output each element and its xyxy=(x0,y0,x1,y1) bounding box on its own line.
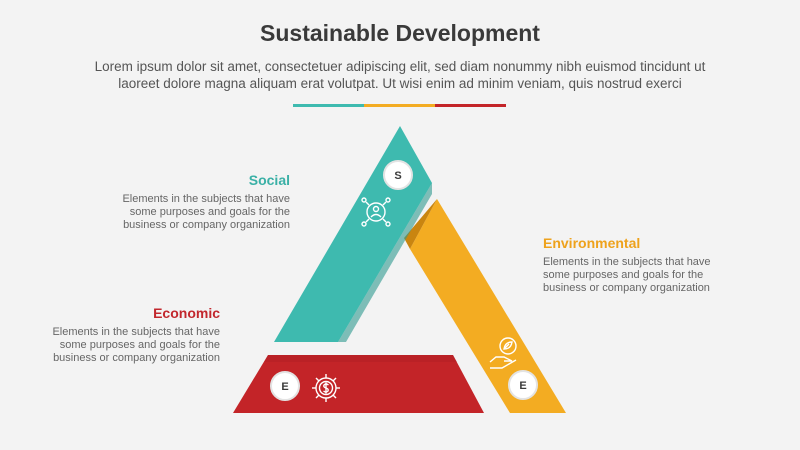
page-subtitle: Lorem ipsum dolor sit amet, consectetuer… xyxy=(40,58,760,92)
economic-segment xyxy=(233,355,484,413)
environmental-fold xyxy=(404,199,437,249)
environmental-segment xyxy=(410,199,566,413)
environmental-desc-line-1: Elements in the subjects that have xyxy=(543,256,711,268)
economic-badge-letter: E xyxy=(281,381,288,393)
divider-red xyxy=(435,104,506,107)
hand-leaf-icon xyxy=(489,337,517,369)
divider-teal xyxy=(293,104,364,107)
divider-orange xyxy=(364,104,435,107)
economic-desc-line-1: Elements in the subjects that have xyxy=(52,326,220,338)
social-desc-line-1: Elements in the subjects that have xyxy=(122,193,290,205)
economic-description: Elements in the subjects that have some … xyxy=(10,326,220,365)
economic-segment-shade xyxy=(264,355,457,362)
social-desc-line-3: business or company organization xyxy=(123,219,290,231)
environmental-desc-line-2: some purposes and goals for the xyxy=(543,269,704,281)
social-description: Elements in the subjects that have some … xyxy=(80,193,290,232)
social-fold xyxy=(338,183,432,342)
subtitle-line-1: Lorem ipsum dolor sit amet, consectetuer… xyxy=(94,59,706,74)
social-badge: S xyxy=(383,160,413,190)
social-heading: Social xyxy=(248,172,290,188)
environmental-desc-line-3: business or company organization xyxy=(543,282,710,294)
dollar-gear-icon xyxy=(312,374,340,402)
social-badge-letter: S xyxy=(394,170,401,182)
economic-badge: E xyxy=(270,371,300,401)
page-title: Sustainable Development xyxy=(260,20,540,46)
environmental-description: Elements in the subjects that have some … xyxy=(543,256,753,295)
subtitle-line-2: laoreet dolore magna aliquam erat volutp… xyxy=(118,76,682,91)
economic-desc-line-3: business or company organization xyxy=(53,352,220,364)
economic-heading: Economic xyxy=(153,305,220,321)
environmental-heading: Environmental xyxy=(543,235,641,251)
environmental-badge-letter: E xyxy=(519,380,526,392)
social-desc-line-2: some purposes and goals for the xyxy=(129,206,290,218)
network-people-icon xyxy=(361,197,391,227)
environmental-badge: E xyxy=(508,370,538,400)
economic-desc-line-2: some purposes and goals for the xyxy=(59,339,220,351)
